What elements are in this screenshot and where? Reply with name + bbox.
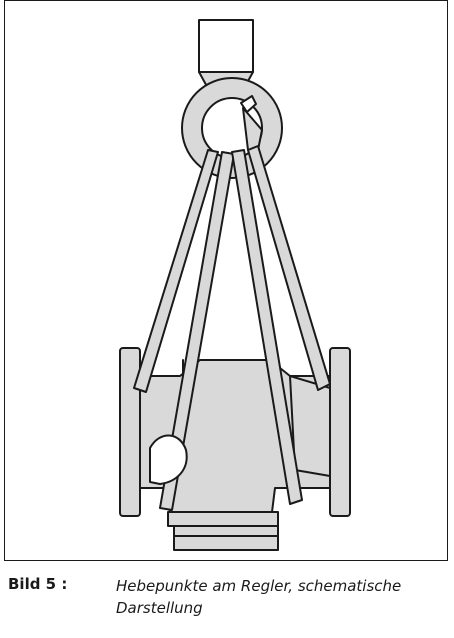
lifting-slings (133, 145, 331, 511)
figure-number: Bild 5 : (8, 575, 68, 593)
valve-front-lip (149, 434, 188, 485)
lifting-diagram (119, 19, 351, 551)
figure-caption-text: Hebepunkte am Regler, schematische Darst… (116, 577, 402, 617)
